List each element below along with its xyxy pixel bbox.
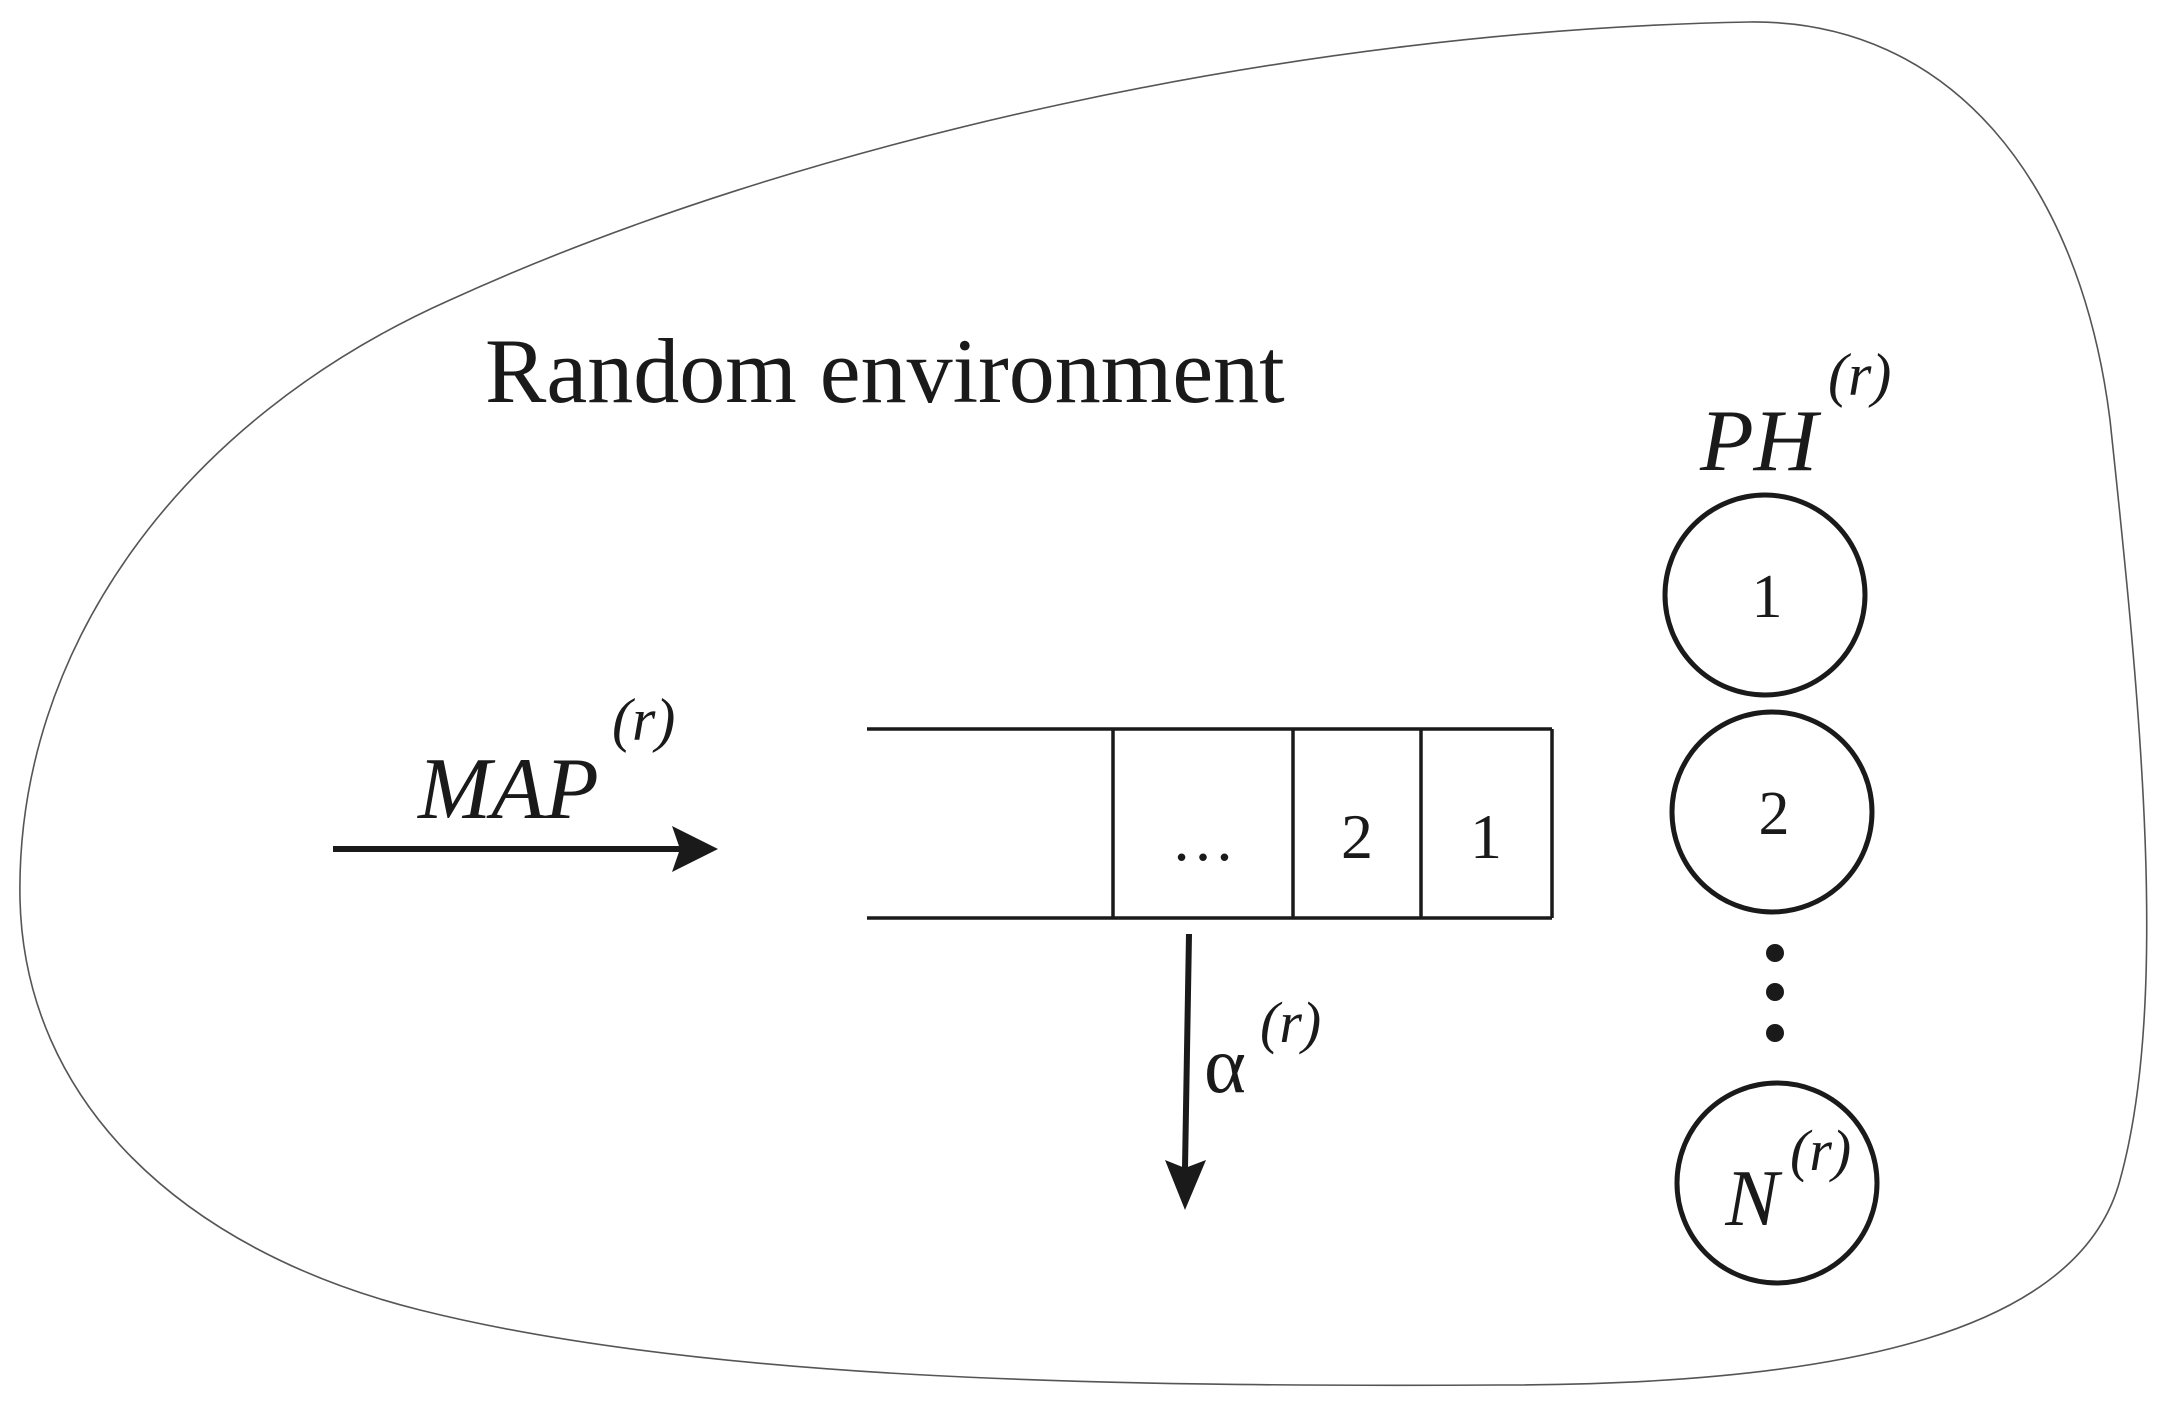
queue-cell-2: 2	[1341, 801, 1373, 872]
servers-label-superscript: (r)	[1828, 342, 1891, 408]
servers-ellipsis	[1766, 944, 1784, 1042]
environment-title: Random environment	[485, 320, 1285, 422]
queue-cell-1: 1	[1470, 801, 1502, 872]
server-1-label: 1	[1752, 563, 1783, 631]
servers-label: PH	[1699, 393, 1822, 490]
arrival-label: MAP	[416, 741, 599, 838]
queue-buffer	[867, 727, 1554, 920]
server-n-label: N	[1724, 1155, 1783, 1243]
server-n-circle	[1674, 1080, 1880, 1286]
arrival-label-base: MAP	[416, 741, 599, 838]
server-n-label-superscript: (r)	[1790, 1118, 1851, 1183]
arrival-arrow	[333, 826, 718, 872]
server-2-circle	[1669, 709, 1875, 915]
arrival-label-superscript: (r)	[612, 687, 675, 753]
server-1-circle	[1662, 492, 1868, 698]
queue-cell-ellipsis: …	[1171, 803, 1235, 874]
impatience-label: α	[1204, 1022, 1246, 1110]
impatience-arrow	[1165, 933, 1206, 1210]
environment-boundary	[19, 21, 2148, 1387]
impatience-label-superscript: (r)	[1260, 990, 1321, 1055]
server-2-label: 2	[1759, 780, 1790, 848]
